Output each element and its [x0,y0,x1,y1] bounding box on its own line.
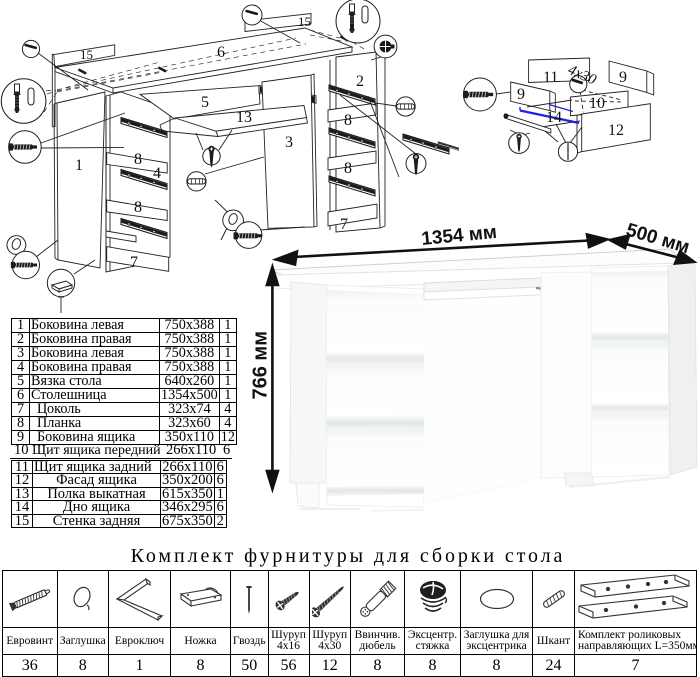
svg-text:11: 11 [543,69,558,86]
svg-text:9: 9 [619,69,627,86]
svg-text:3: 3 [285,134,293,151]
svg-text:766 мм: 766 мм [250,331,272,400]
svg-text:8: 8 [134,151,142,168]
svg-text:15: 15 [298,14,311,29]
svg-text:1: 1 [75,157,83,174]
svg-text:7: 7 [340,216,348,233]
svg-text:6: 6 [217,44,225,61]
svg-text:8: 8 [344,160,352,177]
svg-text:15: 15 [80,47,93,62]
svg-text:13: 13 [236,109,252,126]
svg-text:9: 9 [517,86,525,103]
svg-text:14: 14 [546,109,562,126]
svg-text:2: 2 [356,73,364,90]
svg-text:10: 10 [589,95,605,112]
svg-text:5: 5 [201,94,209,111]
svg-text:8: 8 [134,199,142,216]
svg-text:7: 7 [130,254,138,271]
svg-text:4: 4 [153,165,161,182]
svg-text:12: 12 [608,122,624,139]
svg-text:8: 8 [344,112,352,129]
